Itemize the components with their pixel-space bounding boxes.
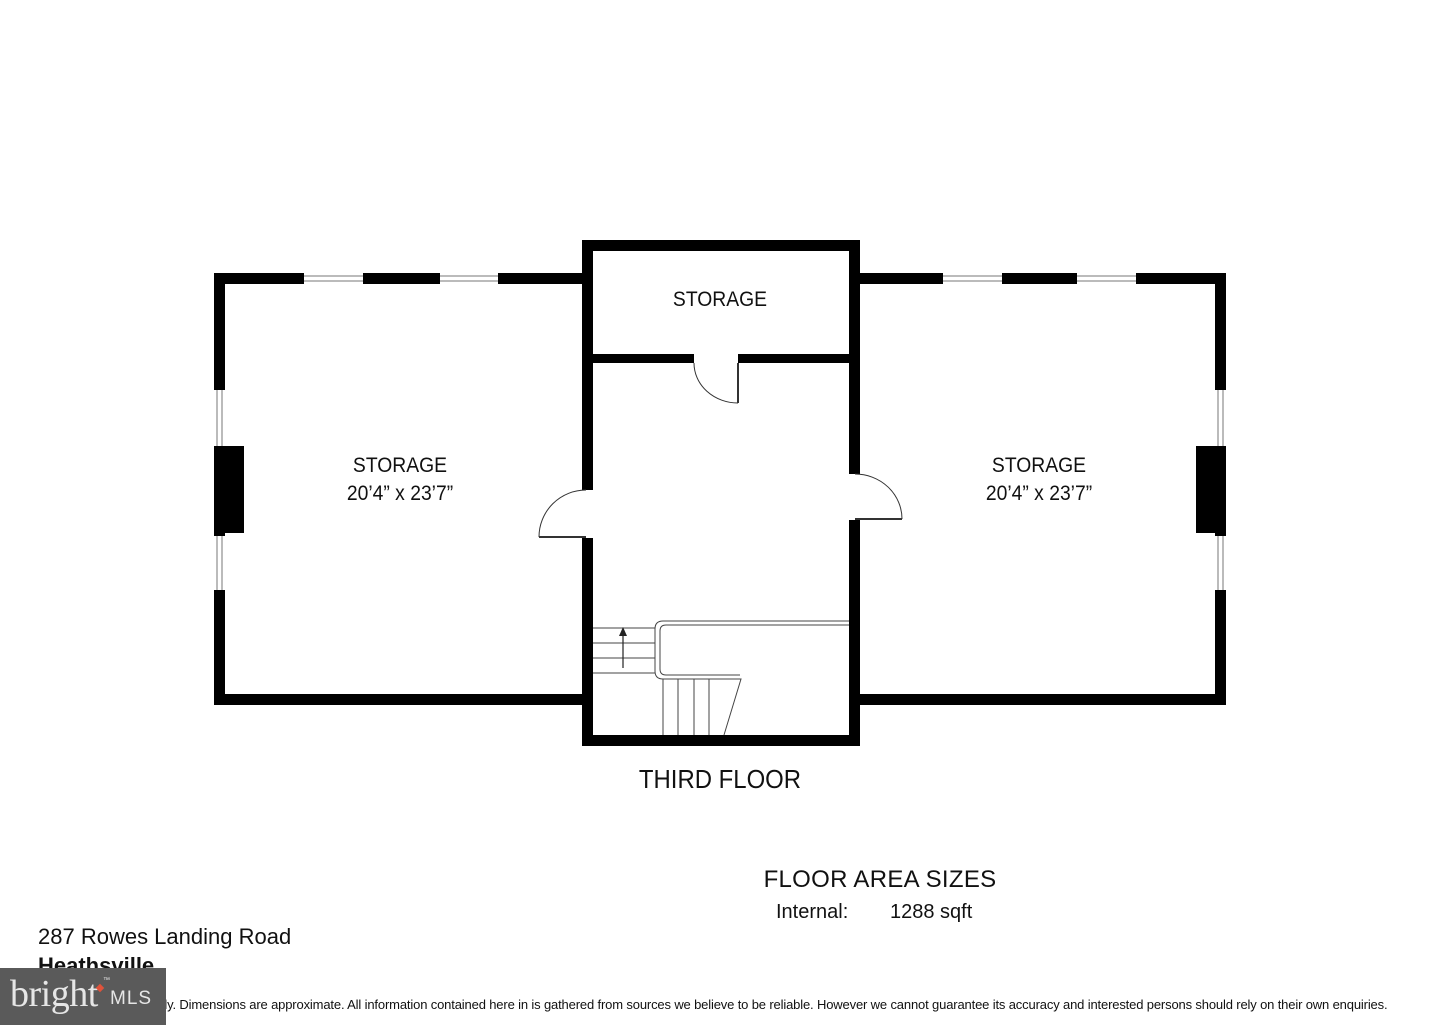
logo-trademark: ™ [103,977,110,984]
room-label-right: STORAGE 20’4” x 23’7” [947,452,1131,508]
stairs-icon [593,620,849,736]
window-icon [1215,390,1226,590]
floor-area-title: FLOOR AREA SIZES [763,866,997,893]
area-label: Internal: [776,901,849,923]
center-walls [582,240,860,746]
door-icon [538,489,587,538]
floor-area-row: Internal: 1288 sqft [776,901,972,924]
floor-title: THIRD FLOOR [638,764,802,794]
property-address: 287 Rowes Landing Road [38,924,292,949]
logo-suffix: MLS [110,988,153,1009]
window-icon [214,390,225,590]
disclaimer-text: Illustrative only. Dimensions are approx… [90,997,1388,1012]
bright-mls-logo: bright ™ MLS [0,968,166,1025]
area-value: 1288 sqft [890,901,973,923]
arrow-up-icon [619,627,627,668]
chimney-icon [214,446,244,533]
room-name: STORAGE [352,454,448,477]
window-icon [943,273,1136,284]
window-icon [304,273,498,284]
door-icon [854,473,903,520]
room-name: STORAGE [672,288,768,311]
room-label-top-center: STORAGE [628,286,812,314]
logo-brand: bright [10,973,98,1015]
chimney-icon [1196,446,1226,533]
room-dimensions: 20’4” x 23’7” [985,482,1093,505]
room-dimensions: 20’4” x 23’7” [346,482,454,505]
door-icon [693,362,739,404]
room-name: STORAGE [991,454,1087,477]
room-label-left: STORAGE 20’4” x 23’7” [308,452,492,508]
